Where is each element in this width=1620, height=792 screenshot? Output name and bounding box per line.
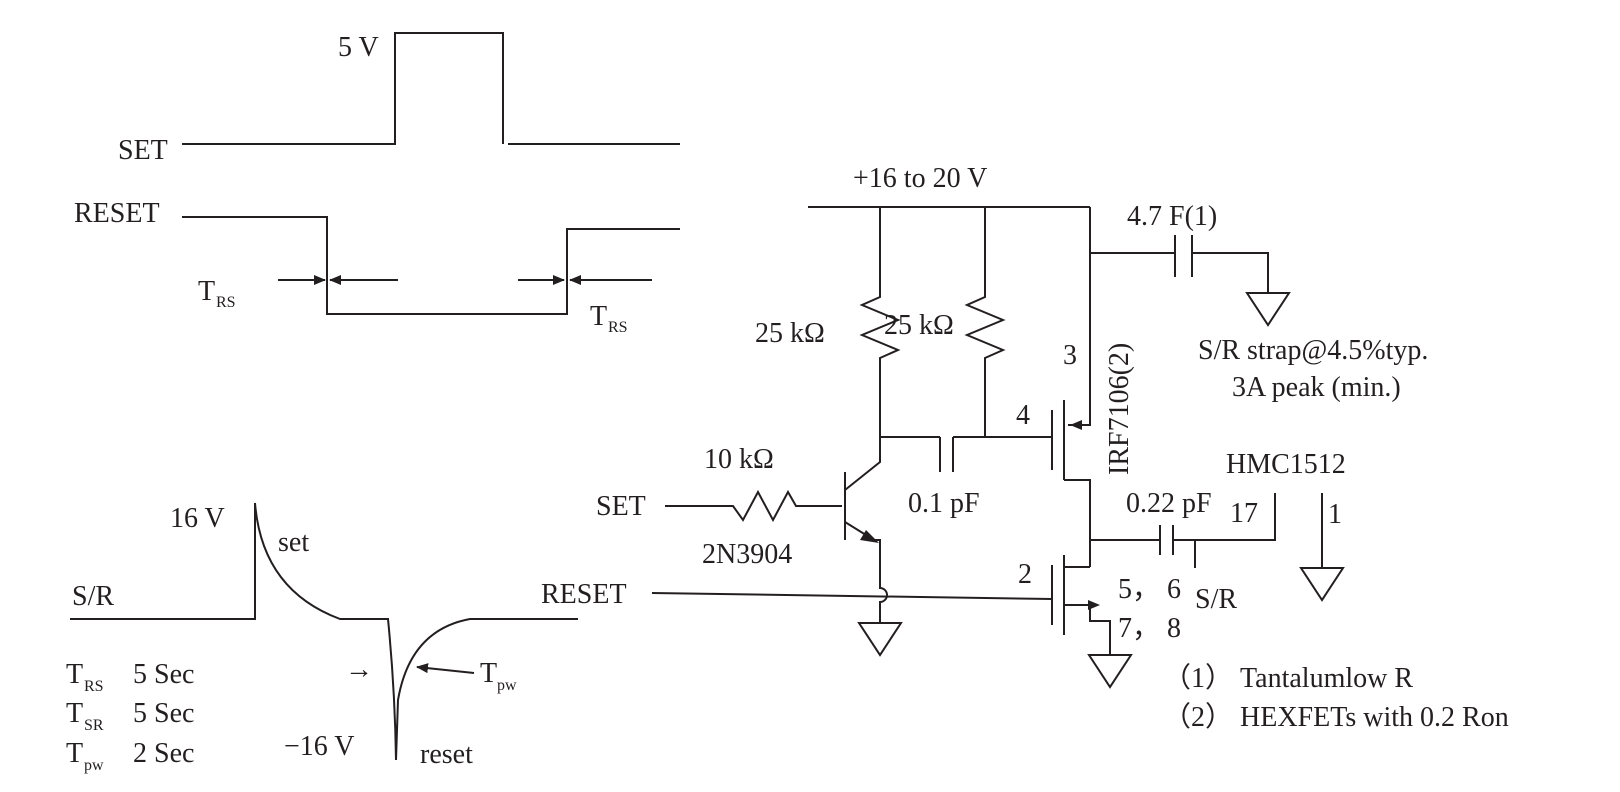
reset-pulse-label: reset (420, 739, 473, 770)
ground-symbol-fet (1087, 654, 1133, 689)
base-resistor-label: 10 kΩ (704, 444, 774, 475)
table-row-tsr-sub: SR (84, 717, 104, 734)
pin-3-label: 3 (1063, 340, 1077, 371)
pullup-resistor-left (859, 207, 901, 437)
tpw-pointer-arrow (416, 663, 475, 674)
pin-4-label: 4 (1016, 400, 1030, 431)
set-pulse-label: set (278, 527, 309, 558)
plus-sixteen-volt-label: 16 V (170, 503, 225, 534)
supply-label: +16 to 20 V (853, 163, 987, 194)
ground-symbol-npn (857, 622, 903, 657)
resistor-left-label: 25 kΩ (755, 318, 825, 349)
ground-symbol-tantalum (1245, 292, 1291, 327)
reset-waveform (182, 216, 680, 315)
ground-symbol-chip (1299, 567, 1345, 602)
npn-emitter-arrow (860, 530, 879, 543)
note-hexfets: （2） HEXFETs with 0.2 Ron (1163, 701, 1509, 733)
sr-label: S/R (72, 581, 114, 612)
driver-circuit: +16 to 20 V 25 kΩ 25 kΩ 0.1 pF 4.7 F(1) … (541, 163, 1428, 689)
table-row-trs-t: T (66, 659, 83, 690)
pins-5-6-label: 5， 6 (1118, 574, 1181, 605)
pins-7-8-label: 7， 8 (1118, 613, 1181, 644)
output-node-line (1090, 493, 1276, 541)
chip-label: HMC1512 (1226, 449, 1346, 480)
reset-input-line (651, 592, 1053, 600)
table-row-tpw-t: T (66, 738, 83, 769)
pullup-resistor-right (964, 207, 1006, 437)
output-cap-label: 0.22 pF (1126, 488, 1212, 519)
tpw-arrow-glyph: → (345, 654, 373, 685)
table-row-trs-value: 5 Sec (133, 659, 194, 690)
trs-left-t: T (198, 276, 215, 307)
sr-pin-label: S/R (1195, 584, 1237, 615)
fet-part-label: IRF7106(2) (1104, 343, 1135, 475)
set-input-label: SET (596, 491, 646, 522)
five-volt-label: 5 V (338, 32, 379, 63)
tpw-t: T (480, 658, 497, 689)
reset-label: RESET (74, 198, 160, 229)
lower-fet-arrow (1088, 600, 1100, 610)
npn-collector (844, 437, 881, 491)
resistor-right-label: 25 kΩ (884, 310, 954, 341)
pin-2-label: 2 (1018, 559, 1032, 590)
base-resistor (665, 489, 842, 523)
trs-right-sub: RS (608, 319, 628, 336)
sr-pulse-timing: 16 V set S/R → T pw −16 V reset T RS 5 S… (66, 502, 578, 774)
table-row-tpw-value: 2 Sec (133, 738, 194, 769)
table-row-tpw-sub: pw (84, 757, 104, 774)
tpw-sub: pw (497, 677, 517, 694)
timing-table: T RS 5 Sec T SR 5 Sec T pw 2 Sec (66, 659, 194, 774)
transistor-label: 2N3904 (702, 539, 792, 570)
upper-fet-drain-line (1068, 207, 1091, 426)
upper-fet-source-line (1064, 479, 1091, 567)
tantalum-cap-label: 4.7 F(1) (1127, 201, 1217, 232)
table-row-tsr-value: 5 Sec (133, 698, 194, 729)
note-tantalum: （1） Tantalumlow R (1163, 662, 1413, 694)
minus-sixteen-volt-label: −16 V (284, 731, 355, 762)
strap-note-line2: 3A peak (min.) (1232, 372, 1401, 403)
trs-right-t: T (590, 301, 607, 332)
pin-17-label: 17 (1230, 498, 1258, 529)
table-row-tsr-t: T (66, 698, 83, 729)
lower-fet-source-line (1064, 604, 1111, 655)
table-row-trs-sub: RS (84, 678, 104, 695)
trs-left-sub: RS (216, 294, 236, 311)
set-reset-timing: 5 V SET RESET T RS T RS (74, 32, 680, 336)
reset-input-label: RESET (541, 579, 627, 610)
sr-waveform (70, 502, 578, 761)
upper-fet-arrow (1070, 420, 1082, 430)
set-waveform (182, 32, 680, 145)
strap-note-line1: S/R strap@4.5%typ. (1198, 335, 1428, 366)
set-label: SET (118, 135, 168, 166)
pin-1-label: 1 (1328, 499, 1342, 530)
npn-emitter (844, 521, 888, 623)
gate-cap-label: 0.1 pF (908, 488, 980, 519)
